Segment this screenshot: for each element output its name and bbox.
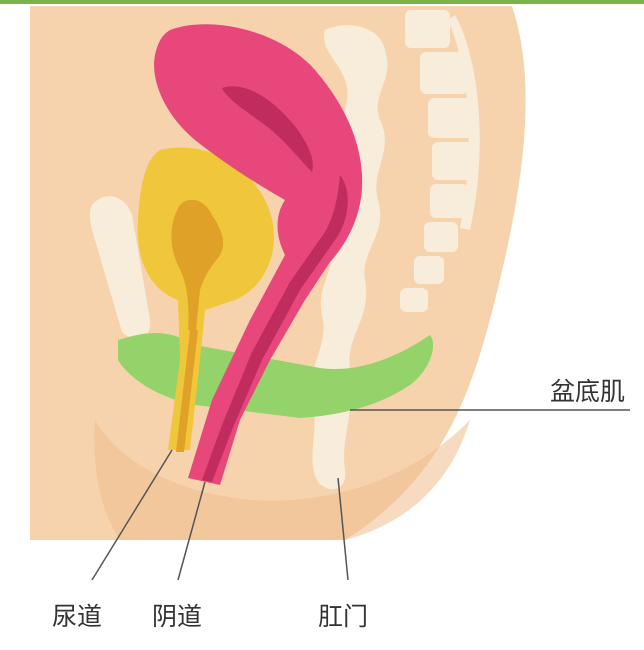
label-vagina: 阴道 <box>152 602 202 631</box>
label-pelvic-floor-muscle: 盆底肌 <box>550 377 625 406</box>
label-urethra: 尿道 <box>52 602 102 631</box>
label-anus: 肛门 <box>318 602 368 631</box>
top-border <box>0 0 644 4</box>
